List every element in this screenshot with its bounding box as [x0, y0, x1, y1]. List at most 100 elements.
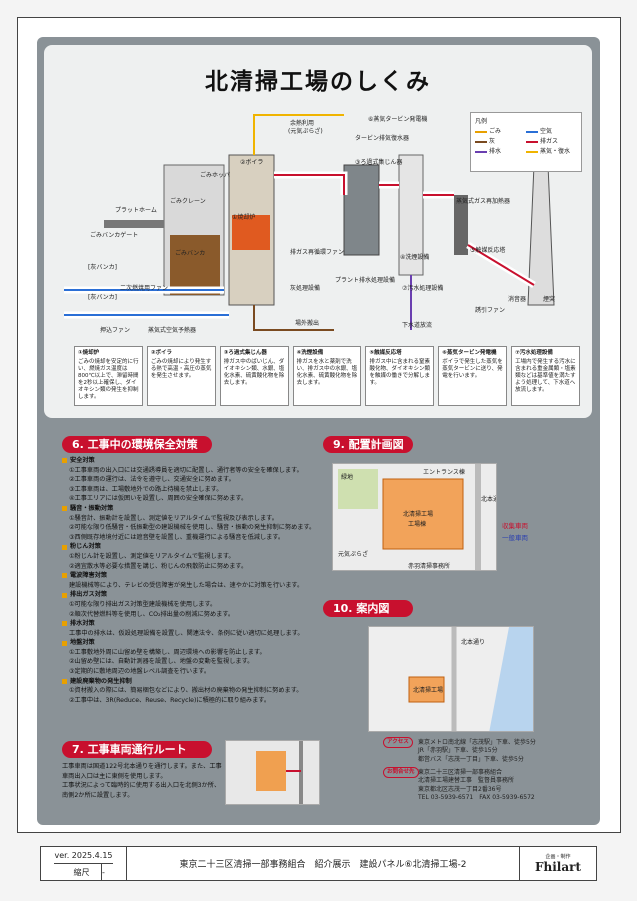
legend-item: ごみ: [475, 127, 526, 137]
guide-site: [408, 676, 445, 703]
measure-line: ②工事中は、3R(Reduce、Reuse、Recycle)に積極的に取り組みま…: [69, 696, 271, 704]
measure-heading: 建設廃棄物の発生抑制: [62, 677, 320, 687]
step-text: 工場内で発生する汚水に含まれる重金属類・塩素類などは基準値を満たすよう処理して、…: [515, 359, 576, 393]
legend-swatch: [526, 151, 538, 153]
site-label-green: 緑地: [341, 474, 354, 481]
footer-logo: 企画・制作 Fhilart: [520, 847, 596, 880]
footer-meta: ver. 2025.4.15 縮尺 -: [41, 847, 127, 880]
access-line: JR「赤羽駅」下車、徒歩15分: [418, 747, 498, 754]
measure-heading: 電波障害対策: [62, 571, 320, 581]
site-label-road: 北本通り: [481, 496, 496, 503]
measure-line: ①工事車両の出入口には交通誘導員を適切に配置し、通行者等の安全を確保します。: [69, 466, 303, 474]
site-legend: 収集車両 一般車両: [502, 520, 528, 544]
legend-swatch: [526, 141, 538, 143]
process-step: ⑤触媒反応塔排ガス中に含まれる窒素酸化物、ダイオキシン類を触媒の働きで分解します…: [365, 346, 435, 406]
legend: 凡例 ごみ空気灰排ガス排水蒸気・復水: [470, 112, 582, 172]
label-catalyst: ⑤触媒反応塔: [470, 247, 506, 254]
label-furnace: ①焼却炉: [232, 214, 256, 221]
ash-flow-line: [253, 305, 334, 331]
label-ash-treatment: 灰処理設備: [290, 285, 321, 292]
process-step: ②ボイラごみの焼却により発生する熱で高温・高圧の蒸気を発生させます。: [146, 346, 216, 406]
label-air-preheater: 蒸気式空気予熱器: [148, 327, 197, 334]
section7-body: 工事車両は国道122号北本通りを通行します。また、工事車両出入口は主に東側を使用…: [62, 762, 222, 800]
label-excess-heat: 余熱利用: [290, 120, 315, 127]
legend-label: 排水: [489, 148, 502, 155]
label-gas-heater: 蒸気式ガス再加熱器: [456, 198, 511, 205]
label-bag-filter: ③ろ過式集じん器: [355, 159, 403, 166]
guide-label-factory: 北清掃工場: [413, 687, 444, 694]
step-title: ⑥蒸気タービン発電機: [442, 350, 497, 356]
label-fan: 誘引ファン: [475, 307, 506, 314]
measure-line: 建設機械等により、テレビの受信障害が発生した場合は、速やかに対策を行います。: [69, 581, 304, 589]
legend-item: 蒸気・復水: [526, 147, 577, 157]
process-step: ⑦汚水処理設備工場内で発生する汚水に含まれる重金属類・塩素類などは基準値を満たす…: [511, 346, 581, 406]
step-text: 排ガスを水と薬剤で洗い、排ガス中の水銀、塩化水素、硫黄酸化物を除去します。: [296, 359, 358, 386]
section10-header: 10. 案内図: [323, 600, 413, 617]
legend-item: 空気: [526, 127, 577, 137]
label-ash-bunker-1: [灰バンカ]: [88, 264, 117, 271]
site-label-parking: 赤羽清掃事務所: [408, 563, 451, 570]
measure-line: ④工事エリアには仮囲いを設置し、周囲の安全確保に努めます。: [69, 495, 248, 503]
step-title: ②ボイラ: [150, 350, 173, 356]
label-turbine-gen: ⑥蒸気タービン発電機: [368, 116, 428, 123]
site-plan: エントランス棟 北本通り 北清掃工場 工場棟 元気ぷらざ 赤羽清掃事務所 緑地: [332, 463, 497, 571]
legend-title: 凡例: [475, 118, 488, 125]
footer-title: 東京二十三区清掃一部事務組合 紹介展示 建設パネル⑥北清掃工場-2: [127, 847, 520, 880]
route-line: 工事車両は国道122号北本通りを通行します。また、工事車両出入口は主に東側を使用…: [62, 763, 222, 780]
label-platform: プラットホーム: [115, 207, 157, 214]
access-tag: アクセス: [383, 737, 413, 748]
legend-swatch: [475, 151, 487, 153]
footer-scale-label: 縮尺: [62, 864, 103, 880]
legend-item: 排水: [475, 147, 526, 157]
label-boiler: ②ボイラ: [240, 159, 264, 166]
contact-line: 東京都北区志茂一丁目2番36号: [418, 785, 502, 793]
measure-line: ②適宜散水等必要な措置を講じ、粉じんの飛散防止に努めます。: [69, 562, 248, 570]
label-plant-water: プラント排水処理設備: [335, 277, 396, 284]
label-gate: ごみバンカゲート: [90, 232, 139, 239]
legend-swatch: [526, 131, 538, 133]
site-label-entrance: エントランス棟: [423, 469, 465, 476]
measure-line: ①粉じん計を設置し、測定値をリアルタイムで監視します。: [69, 552, 235, 560]
access-line: 都営バス「志茂一丁目」下車、徒歩5分: [418, 755, 524, 763]
wash-tower: [398, 154, 424, 276]
measure-line: ③工事車両は、工場敷地外での路上待機を禁止します。: [69, 485, 223, 493]
label-secondary-fan: 二次燃焼用ファン: [120, 285, 169, 292]
steam-flow-line: [253, 114, 344, 155]
measure-heading: 安全対策: [62, 456, 320, 466]
process-flow-illustration: [64, 114, 555, 331]
contact-line: 北清掃工場建替工事 監督員事務所: [418, 777, 515, 784]
process-step: ①焼却炉ごみの焼却を安定的に行い、燃焼ガス温度は800℃以上で、滞留時間を2秒以…: [74, 346, 143, 406]
route-site: [256, 751, 286, 791]
legend-label: 排ガス: [540, 138, 559, 145]
measure-heading: 粉じん対策: [62, 542, 320, 552]
bunker-pit: [170, 235, 220, 295]
step-title: ⑤触媒反応塔: [369, 350, 402, 356]
contact-line: 東京二十三区清掃一部事務組合: [418, 768, 503, 776]
measure-heading: 地盤対策: [62, 638, 320, 648]
site-legend-collection: 収集車両: [502, 522, 528, 530]
measure-line: ①可能な限り排出ガス対策型建設機械を使用します。: [69, 600, 217, 608]
contact-tag: お問合せ先: [383, 767, 419, 778]
site-green-area: [338, 469, 378, 509]
legend-item: 排ガス: [526, 137, 577, 147]
section6-header: 6. 工事中の環境保全対策: [62, 436, 212, 453]
footer: ver. 2025.4.15 縮尺 - 東京二十三区清掃一部事務組合 紹介展示 …: [40, 846, 597, 881]
access-line: 東京メトロ南北線「志茂駅」下車、徒歩5分: [418, 738, 536, 746]
footer-version: ver. 2025.4.15: [54, 847, 113, 864]
route-line: 工事状況によって臨時的に使用する出入口を北側3か所、南側2か所に設置します。: [62, 782, 221, 799]
site-label-park: 元気ぷらざ: [338, 551, 369, 558]
measure-line: 工事中の排水は、仮設処理設備を設置し、関連法令、条例に従い適切に処理します。: [69, 629, 304, 637]
step-title: ①焼却炉: [78, 350, 100, 356]
site-label-factory-sub: 工場棟: [408, 521, 427, 528]
measure-line: ③西側既存地境付近には遮音壁を設置し、重機運行による騒音を低減します。: [69, 533, 285, 541]
label-hopper: ごみホッパ: [200, 172, 231, 179]
process-step: ③ろ過式集じん器排ガス中のばいじん、ダイオキシン類、水銀、塩化水素、硫黄酸化物を…: [219, 346, 289, 406]
measure-line: ①資材搬入の際には、簡易梱包などにより、搬出材の廃棄物の発生抑制に努めます。: [69, 687, 303, 695]
catalyst-tower: [454, 195, 468, 255]
measure-line: ①工事敷地外周に山留め壁を構築し、周辺環境への影響を防止します。: [69, 648, 266, 656]
legend-label: 空気: [540, 128, 553, 135]
route-map: [225, 740, 320, 805]
site-legend-general: 一般車両: [502, 534, 528, 542]
step-title: ④洗煙設備: [296, 350, 324, 356]
